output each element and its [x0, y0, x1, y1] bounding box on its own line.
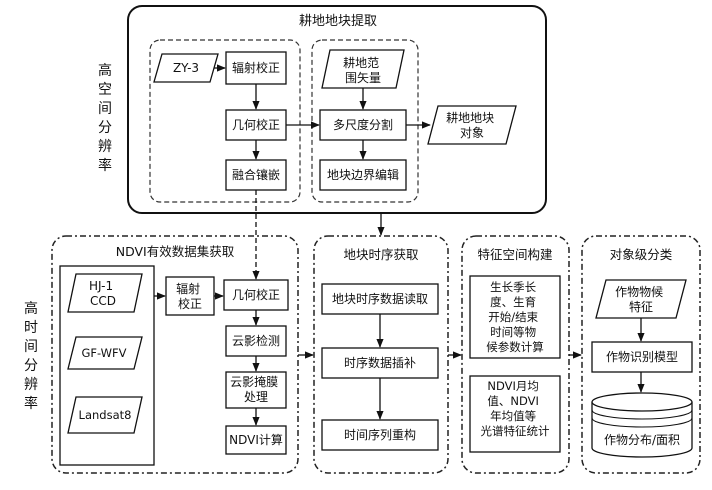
parcel-boundary-edit: [319, 159, 407, 191]
spectral-line-3: 年均值等: [490, 409, 536, 423]
crop-distribution-label: 作物分布/面积: [604, 433, 680, 447]
high-spatial-resolution-label: 高空间分辨率: [98, 63, 112, 174]
connectors: [154, 64, 645, 426]
farmland-extraction-panel: [127, 5, 547, 214]
crop-distribution-database: [591, 392, 693, 458]
hj1-ccd-label: HJ-1 CCD: [89, 279, 117, 308]
farmland-vector-input: [321, 49, 405, 89]
radiometric-2-line-2: 校正: [178, 296, 202, 311]
landsat8-label: Landsat8: [79, 408, 132, 422]
farmland-extraction-title: 耕地地块提取: [299, 13, 377, 29]
pheno-line-3: 开始/结束: [488, 310, 538, 324]
radiometric-2-line-1: 辐射: [176, 281, 200, 296]
parcel-object-output: [427, 105, 517, 145]
classification-panel: [581, 235, 701, 474]
spectral-stats: [469, 375, 561, 453]
hj1-line-1: HJ-1: [89, 279, 113, 293]
crop-recognition-model: [591, 341, 693, 373]
phenology-params: [469, 275, 561, 359]
radiometric-correction-2: [165, 276, 215, 316]
fusion-mosaic-label: 融合镶嵌: [232, 167, 280, 182]
farmland-vector-label: 耕地范 围矢量: [343, 55, 383, 85]
sensor-group: [59, 265, 155, 466]
landsat8-input: [67, 396, 143, 434]
hj1-line-2: CCD: [90, 294, 116, 308]
spectral-stats-label: NDVI月均 值、NDVI 年均值等 光谱特征统计: [481, 379, 550, 438]
crop-recognition-model-label: 作物识别模型: [606, 350, 678, 364]
crop-pheno-line-2: 特征: [629, 299, 653, 314]
multiscale-segmentation-label: 多尺度分割: [333, 117, 393, 132]
gf-wfv-input: [67, 336, 143, 370]
geometric-correction-1-label: 几何校正: [232, 117, 280, 132]
feature-title: 特征空间构建: [477, 247, 553, 262]
parcel-object-line-1: 耕地地块: [446, 110, 494, 125]
radiometric-correction-1-label: 辐射校正: [232, 60, 280, 75]
timeseries-panel: [313, 235, 449, 474]
timeseries-reconstruction: [321, 419, 439, 451]
cloud-detection-label: 云影检测: [232, 333, 280, 348]
crop-pheno-line-1: 作物物候: [615, 285, 663, 299]
zy3-input: [153, 53, 219, 83]
ndvi-calculation-label: NDVI计算: [229, 432, 283, 447]
hj1-ccd-input: [67, 273, 143, 313]
zy3-label: ZY-3: [173, 61, 199, 75]
classification-title: 对象级分类: [610, 247, 673, 262]
high-temporal-resolution-label: 高时间分辨率: [24, 301, 38, 412]
timeseries-reconstruction-label: 时间序列重构: [344, 427, 416, 442]
farmland-vector-line-1: 耕地范: [343, 55, 379, 70]
crop-phenology-label: 作物物候 特征: [615, 285, 667, 314]
multiscale-segmentation: [319, 109, 407, 141]
parcel-object-label: 耕地地块 对象: [446, 110, 498, 140]
ndvi-title: NDVI有效数据集获取: [116, 244, 235, 259]
ndvi-calculation: [225, 425, 287, 455]
parcel-boundary-edit-label: 地块边界编辑: [327, 167, 399, 182]
parcel-object-line-2: 对象: [460, 126, 484, 140]
spectral-line-2: 值、NDVI: [487, 394, 539, 408]
timeseries-read-label: 地块时序数据读取: [332, 291, 428, 306]
crop-phenology-input: [595, 279, 687, 319]
timeseries-title: 地块时序获取: [343, 247, 419, 262]
pheno-line-1: 生长季长: [490, 280, 536, 294]
spectral-line-4: 光谱特征统计: [481, 424, 550, 438]
cloud-mask-label: 云影掩膜 处理: [230, 375, 282, 404]
cloud-mask: [225, 371, 287, 409]
phenology-params-label: 生长季长 度、生育 开始/结束 时间等物 候参数计算: [486, 280, 544, 354]
gf-wfv-label: GF-WFV: [81, 346, 126, 360]
timeseries-interpolation-label: 时序数据插补: [344, 355, 416, 370]
pheno-line-5: 候参数计算: [486, 340, 544, 354]
preprocess-group: [149, 39, 301, 203]
farmland-vector-line-2: 围矢量: [345, 71, 381, 85]
radiometric-correction-2-label: 辐射 校正: [176, 281, 204, 311]
segmentation-group: [311, 39, 419, 203]
geometric-correction-2-label: 几何校正: [232, 287, 280, 302]
cloud-mask-line-2: 处理: [244, 390, 268, 404]
ndvi-panel: [51, 235, 299, 474]
spectral-line-1: NDVI月均: [487, 379, 539, 393]
timeseries-interpolation: [321, 347, 439, 379]
timeseries-read: [321, 283, 439, 315]
cloud-mask-line-1: 云影掩膜: [230, 375, 278, 389]
pheno-line-2: 度、生育: [490, 295, 536, 309]
pheno-line-4: 时间等物: [490, 325, 536, 339]
